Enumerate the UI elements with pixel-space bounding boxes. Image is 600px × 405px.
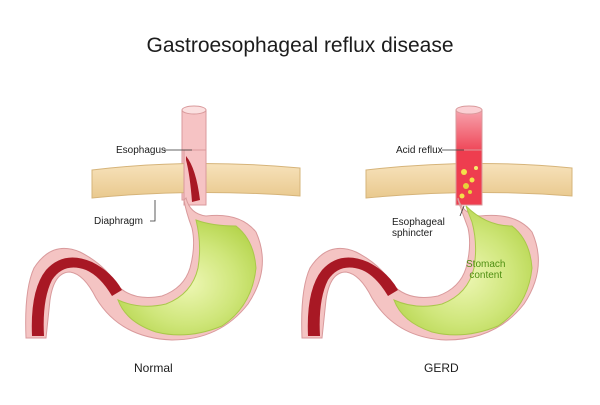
acid-reflux-particles [459, 166, 478, 199]
gerd-caption: GERD [424, 361, 459, 375]
stomach-content-label: Stomach content [466, 259, 505, 281]
acid-reflux-label: Acid reflux [396, 145, 443, 156]
normal-stomach-illustration [25, 105, 301, 341]
normal-stomach-content [117, 219, 257, 336]
sphincter-leader [459, 205, 465, 217]
stomach-content-line2: content [469, 270, 503, 281]
esophagus-label: Esophagus [116, 145, 167, 156]
normal-lower-sphincter [186, 156, 200, 202]
gerd-stomach-content [393, 205, 533, 336]
sphincter-label-line2: sphincter [392, 228, 433, 239]
diaphragm-label: Diaphragm [94, 216, 143, 227]
gerd-stomach-illustration [301, 105, 573, 341]
diaphragm-leader [150, 200, 156, 222]
sphincter-label-line1: Esophageal [392, 217, 445, 228]
sphincter-label: Esophageal sphincter [392, 217, 445, 239]
gerd-duodenum [307, 257, 398, 336]
page-title: Gastroesophageal reflux disease [146, 34, 454, 57]
normal-caption: Normal [134, 361, 173, 375]
normal-duodenum [31, 257, 122, 336]
stomach-content-line1: Stomach [466, 259, 506, 270]
